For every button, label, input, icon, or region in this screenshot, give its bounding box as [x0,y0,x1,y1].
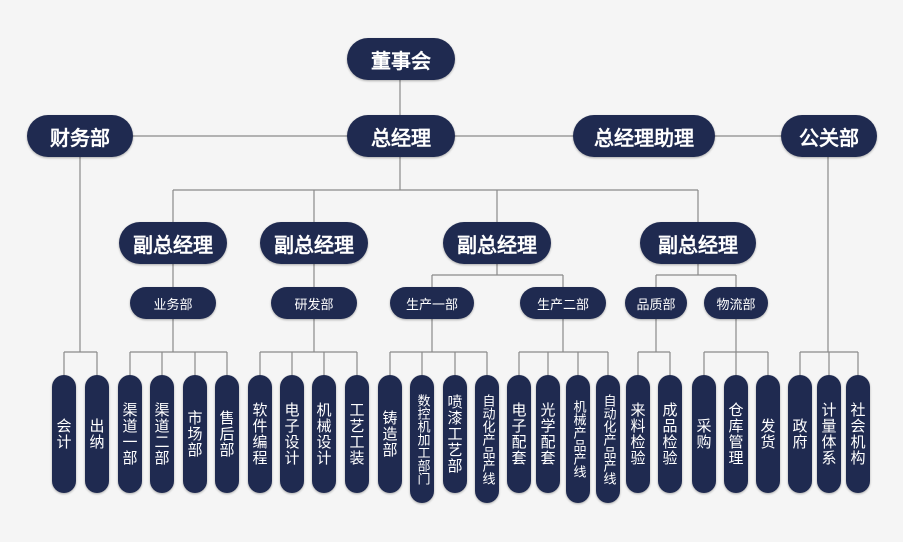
node-vp-4[interactable]: 副总经理 [640,222,756,264]
node-leaf[interactable]: 自动化产品产线 [596,375,620,503]
node-leaf[interactable]: 社会机构 [846,375,870,493]
node-leaf[interactable]: 计量体系 [817,375,841,493]
node-leaf[interactable]: 渠道一部 [118,375,142,493]
node-leaf[interactable]: 来料检验 [626,375,650,493]
node-leaf[interactable]: 仓库管理 [724,375,748,493]
node-leaf[interactable]: 政府 [788,375,812,493]
node-vp-3[interactable]: 副总经理 [443,222,551,264]
node-finance[interactable]: 财务部 [27,115,133,157]
node-board[interactable]: 董事会 [347,38,455,80]
node-leaf[interactable]: 机械产品产线 [566,375,590,503]
node-leaf[interactable]: 成品检验 [658,375,682,493]
node-leaf[interactable]: 数控机加工部门 [410,375,434,503]
node-leaf[interactable]: 喷漆工艺部 [443,375,467,493]
node-dept-quality[interactable]: 品质部 [625,287,687,319]
node-leaf[interactable]: 电子配套 [507,375,531,493]
node-leaf[interactable]: 渠道二部 [150,375,174,493]
node-leaf[interactable]: 电子设计 [280,375,304,493]
node-vp-2[interactable]: 副总经理 [260,222,368,264]
node-dept-logistics[interactable]: 物流部 [704,287,768,319]
node-dept-production-2[interactable]: 生产二部 [520,287,606,319]
node-leaf[interactable]: 工艺工装 [345,375,369,493]
node-leaf[interactable]: 发货 [756,375,780,493]
node-leaf[interactable]: 自动化产品产线 [475,375,499,503]
node-leaf[interactable]: 出纳 [85,375,109,493]
node-dept-rnd[interactable]: 研发部 [271,287,357,319]
node-dept-production-1[interactable]: 生产一部 [390,287,474,319]
node-vp-1[interactable]: 副总经理 [119,222,227,264]
node-general-manager[interactable]: 总经理 [347,115,455,157]
node-public-relations[interactable]: 公关部 [781,115,877,157]
node-leaf[interactable]: 会计 [52,375,76,493]
node-leaf[interactable]: 软件编程 [248,375,272,493]
node-gm-assistant[interactable]: 总经理助理 [573,115,715,157]
node-leaf[interactable]: 市场部 [183,375,207,493]
node-leaf[interactable]: 机械设计 [312,375,336,493]
node-leaf[interactable]: 售后部 [215,375,239,493]
node-dept-sales[interactable]: 业务部 [130,287,216,319]
node-leaf[interactable]: 采购 [692,375,716,493]
node-leaf[interactable]: 光学配套 [536,375,560,493]
node-leaf[interactable]: 铸造部 [378,375,402,493]
